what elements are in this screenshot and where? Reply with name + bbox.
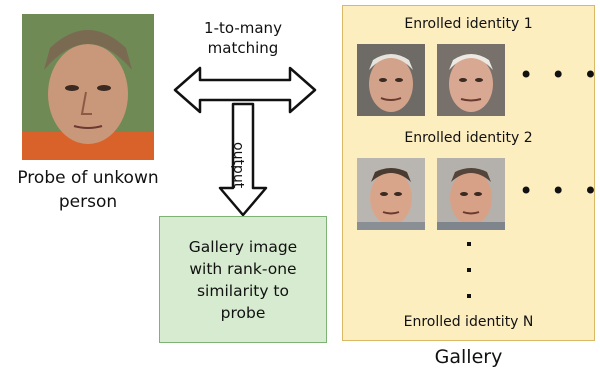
result-text: Gallery image with rank-one similarity t… xyxy=(189,236,297,324)
matching-label-line2: matching xyxy=(207,39,279,57)
probe-caption-line2: person xyxy=(58,192,118,212)
vertical-dot-2 xyxy=(467,268,471,272)
matching-label-line1: 1-to-many xyxy=(204,19,282,37)
identity-2-label: Enrolled identity 2 xyxy=(404,130,533,146)
result-line2: with rank-one xyxy=(189,259,297,278)
identity-2-more-dots: ••• xyxy=(519,177,597,205)
probe-face-image xyxy=(22,14,154,160)
identity-n-label: Enrolled identity N xyxy=(403,314,534,330)
gallery-panel: Enrolled identity 1 ••• Enrolled identit… xyxy=(342,5,597,341)
gallery-caption: Gallery xyxy=(434,346,503,368)
identity-1-more-dots: ••• xyxy=(519,61,597,89)
identity-2-face-a xyxy=(357,158,425,230)
matching-label: 1-to-many matching xyxy=(188,18,298,58)
identity-1-face-a xyxy=(357,44,425,116)
vertical-dot-1 xyxy=(467,242,471,246)
double-arrow xyxy=(173,66,317,114)
probe-caption: Probe of unkown person xyxy=(0,166,176,214)
result-line4: probe xyxy=(220,303,266,322)
identity-1-face-b xyxy=(437,44,505,116)
identity-1-label: Enrolled identity 1 xyxy=(404,16,533,32)
result-box: Gallery image with rank-one similarity t… xyxy=(159,216,327,343)
arrows xyxy=(173,66,317,217)
down-arrow xyxy=(218,102,268,217)
output-label: output xyxy=(230,142,246,189)
identity-2-face-b xyxy=(437,158,505,230)
vertical-dot-3 xyxy=(467,294,471,298)
result-line3: similarity to xyxy=(196,281,289,300)
probe-caption-line1: Probe of unkown xyxy=(17,168,159,188)
result-line1: Gallery image xyxy=(188,237,298,256)
